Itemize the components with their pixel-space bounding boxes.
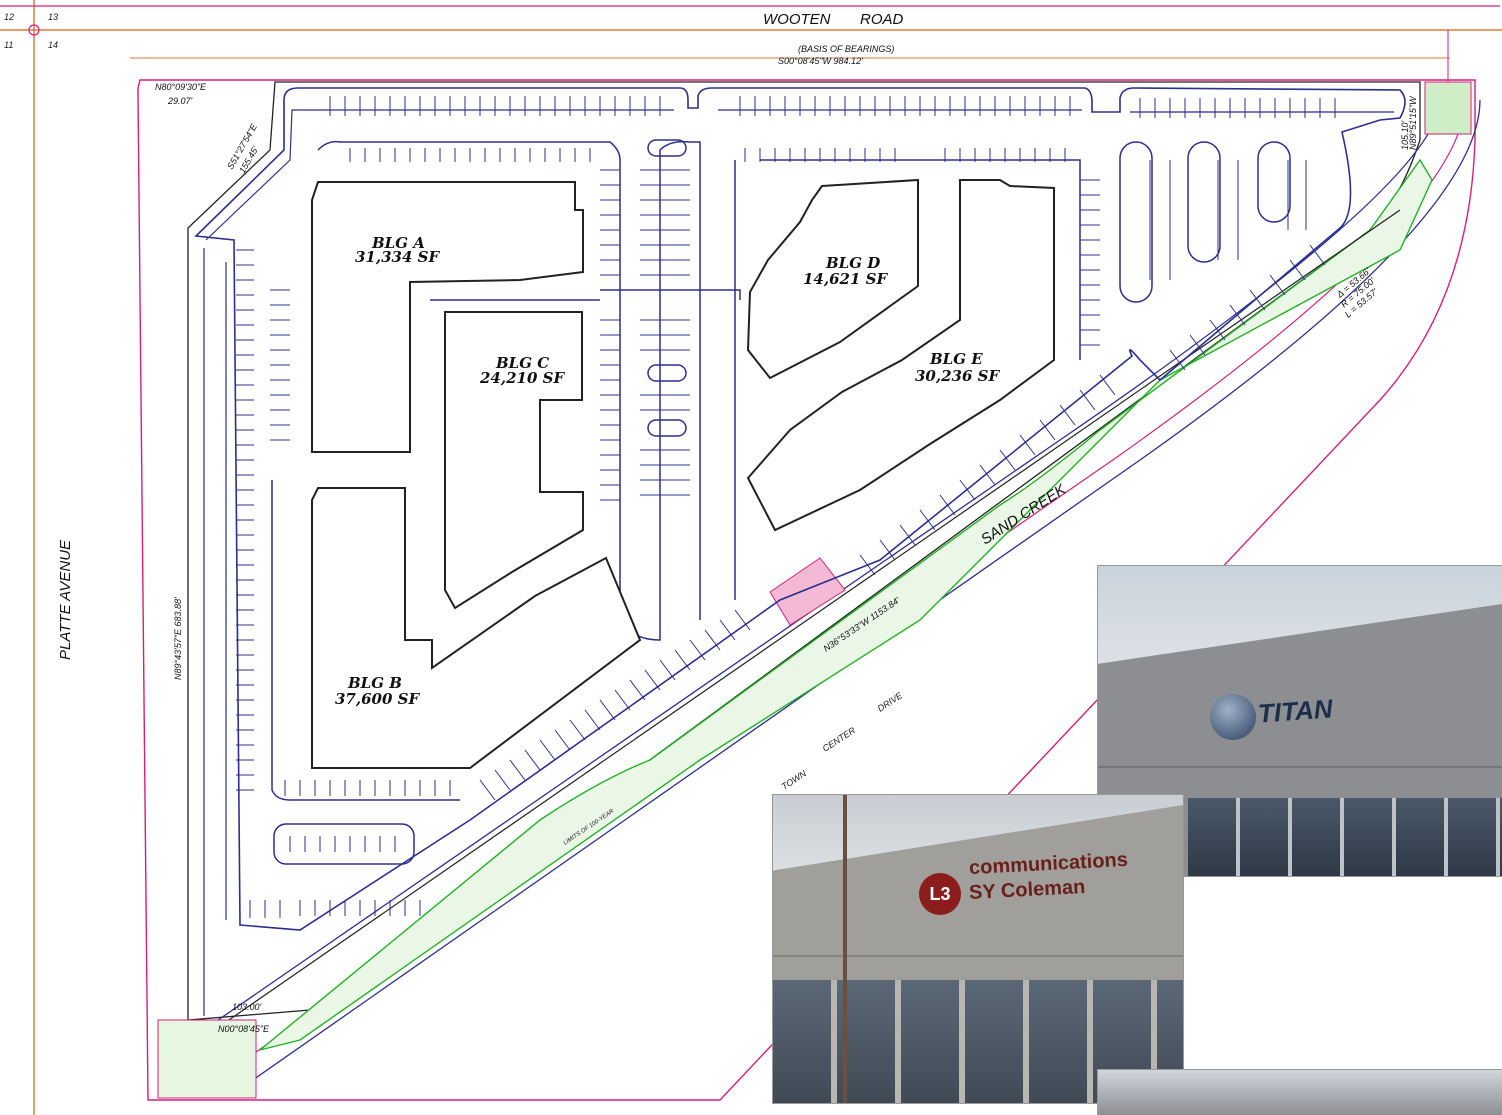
south-distance: 103.00' — [232, 1002, 262, 1012]
building-e-area: 30,236 SF — [915, 367, 1000, 385]
l3-building-photo: L3 communications SY Coleman — [773, 795, 1183, 1103]
sw-landscape-area — [157, 1019, 257, 1099]
road-label-wooten: WOOTEN — [763, 11, 831, 28]
top-bearing: S00°08'45"W 984.12' — [778, 56, 863, 66]
west-line-bearing: N89°43'57"E 683.88' — [173, 597, 183, 680]
ne-bearing: N89°51'15"W — [1408, 95, 1418, 150]
l3-logo: L3 — [919, 873, 961, 915]
ne-landscape-area — [1424, 81, 1472, 135]
basis-of-bearings: (BASIS OF BEARINGS) — [798, 44, 894, 54]
window-mullions — [1188, 798, 1502, 876]
building-c-name: BLG C — [495, 354, 549, 372]
facade-joint — [1098, 766, 1502, 768]
building-a-area: 31,334 SF — [355, 248, 440, 266]
nw-distance: 29.07' — [167, 96, 193, 106]
property-boundary — [137, 79, 1476, 1101]
building-c — [444, 311, 584, 610]
building-b — [311, 487, 642, 769]
third-building-photo — [1098, 1070, 1502, 1115]
road-label-road: ROAD — [860, 11, 904, 28]
detention-area — [769, 557, 846, 626]
building-a-name: BLG A — [371, 234, 425, 252]
road-label-town: TOWN — [780, 768, 809, 792]
titan-sign: TITAN — [1257, 693, 1334, 729]
facade-joint — [773, 955, 1183, 957]
building-d — [746, 178, 919, 380]
building-c-area: 24,210 SF — [479, 369, 565, 387]
building-d-area: 14,621 SF — [803, 270, 888, 288]
road-label-platte-avenue: PLATTE AVENUE — [57, 539, 74, 660]
corner-mark-11: 11 — [4, 40, 13, 50]
bare-tree — [843, 795, 847, 1103]
corner-mark-12: 12 — [4, 12, 14, 22]
parking-perimeter — [194, 87, 1406, 931]
south-bearing: N00°08'45"E — [218, 1024, 270, 1034]
building-a — [311, 181, 584, 453]
corner-mark-13: 13 — [48, 12, 58, 22]
building-e-name: BLG E — [929, 350, 983, 368]
building-e — [746, 179, 1055, 532]
road-label-center: CENTER — [821, 725, 858, 754]
section-corner-mark — [28, 24, 40, 36]
sand-creek — [259, 158, 1433, 1051]
corner-mark-14: 14 — [48, 40, 58, 50]
nw-bearing: N80°09'30"E — [155, 82, 207, 92]
building-b-area: 37,600 SF — [335, 690, 420, 708]
ne-distance: 105.10' — [1400, 120, 1410, 150]
titan-globe-logo — [1210, 694, 1256, 740]
building-d-name: BLG D — [825, 254, 880, 272]
building-b-name: BLG B — [347, 674, 402, 692]
road-label-drive: DRIVE — [876, 690, 905, 714]
